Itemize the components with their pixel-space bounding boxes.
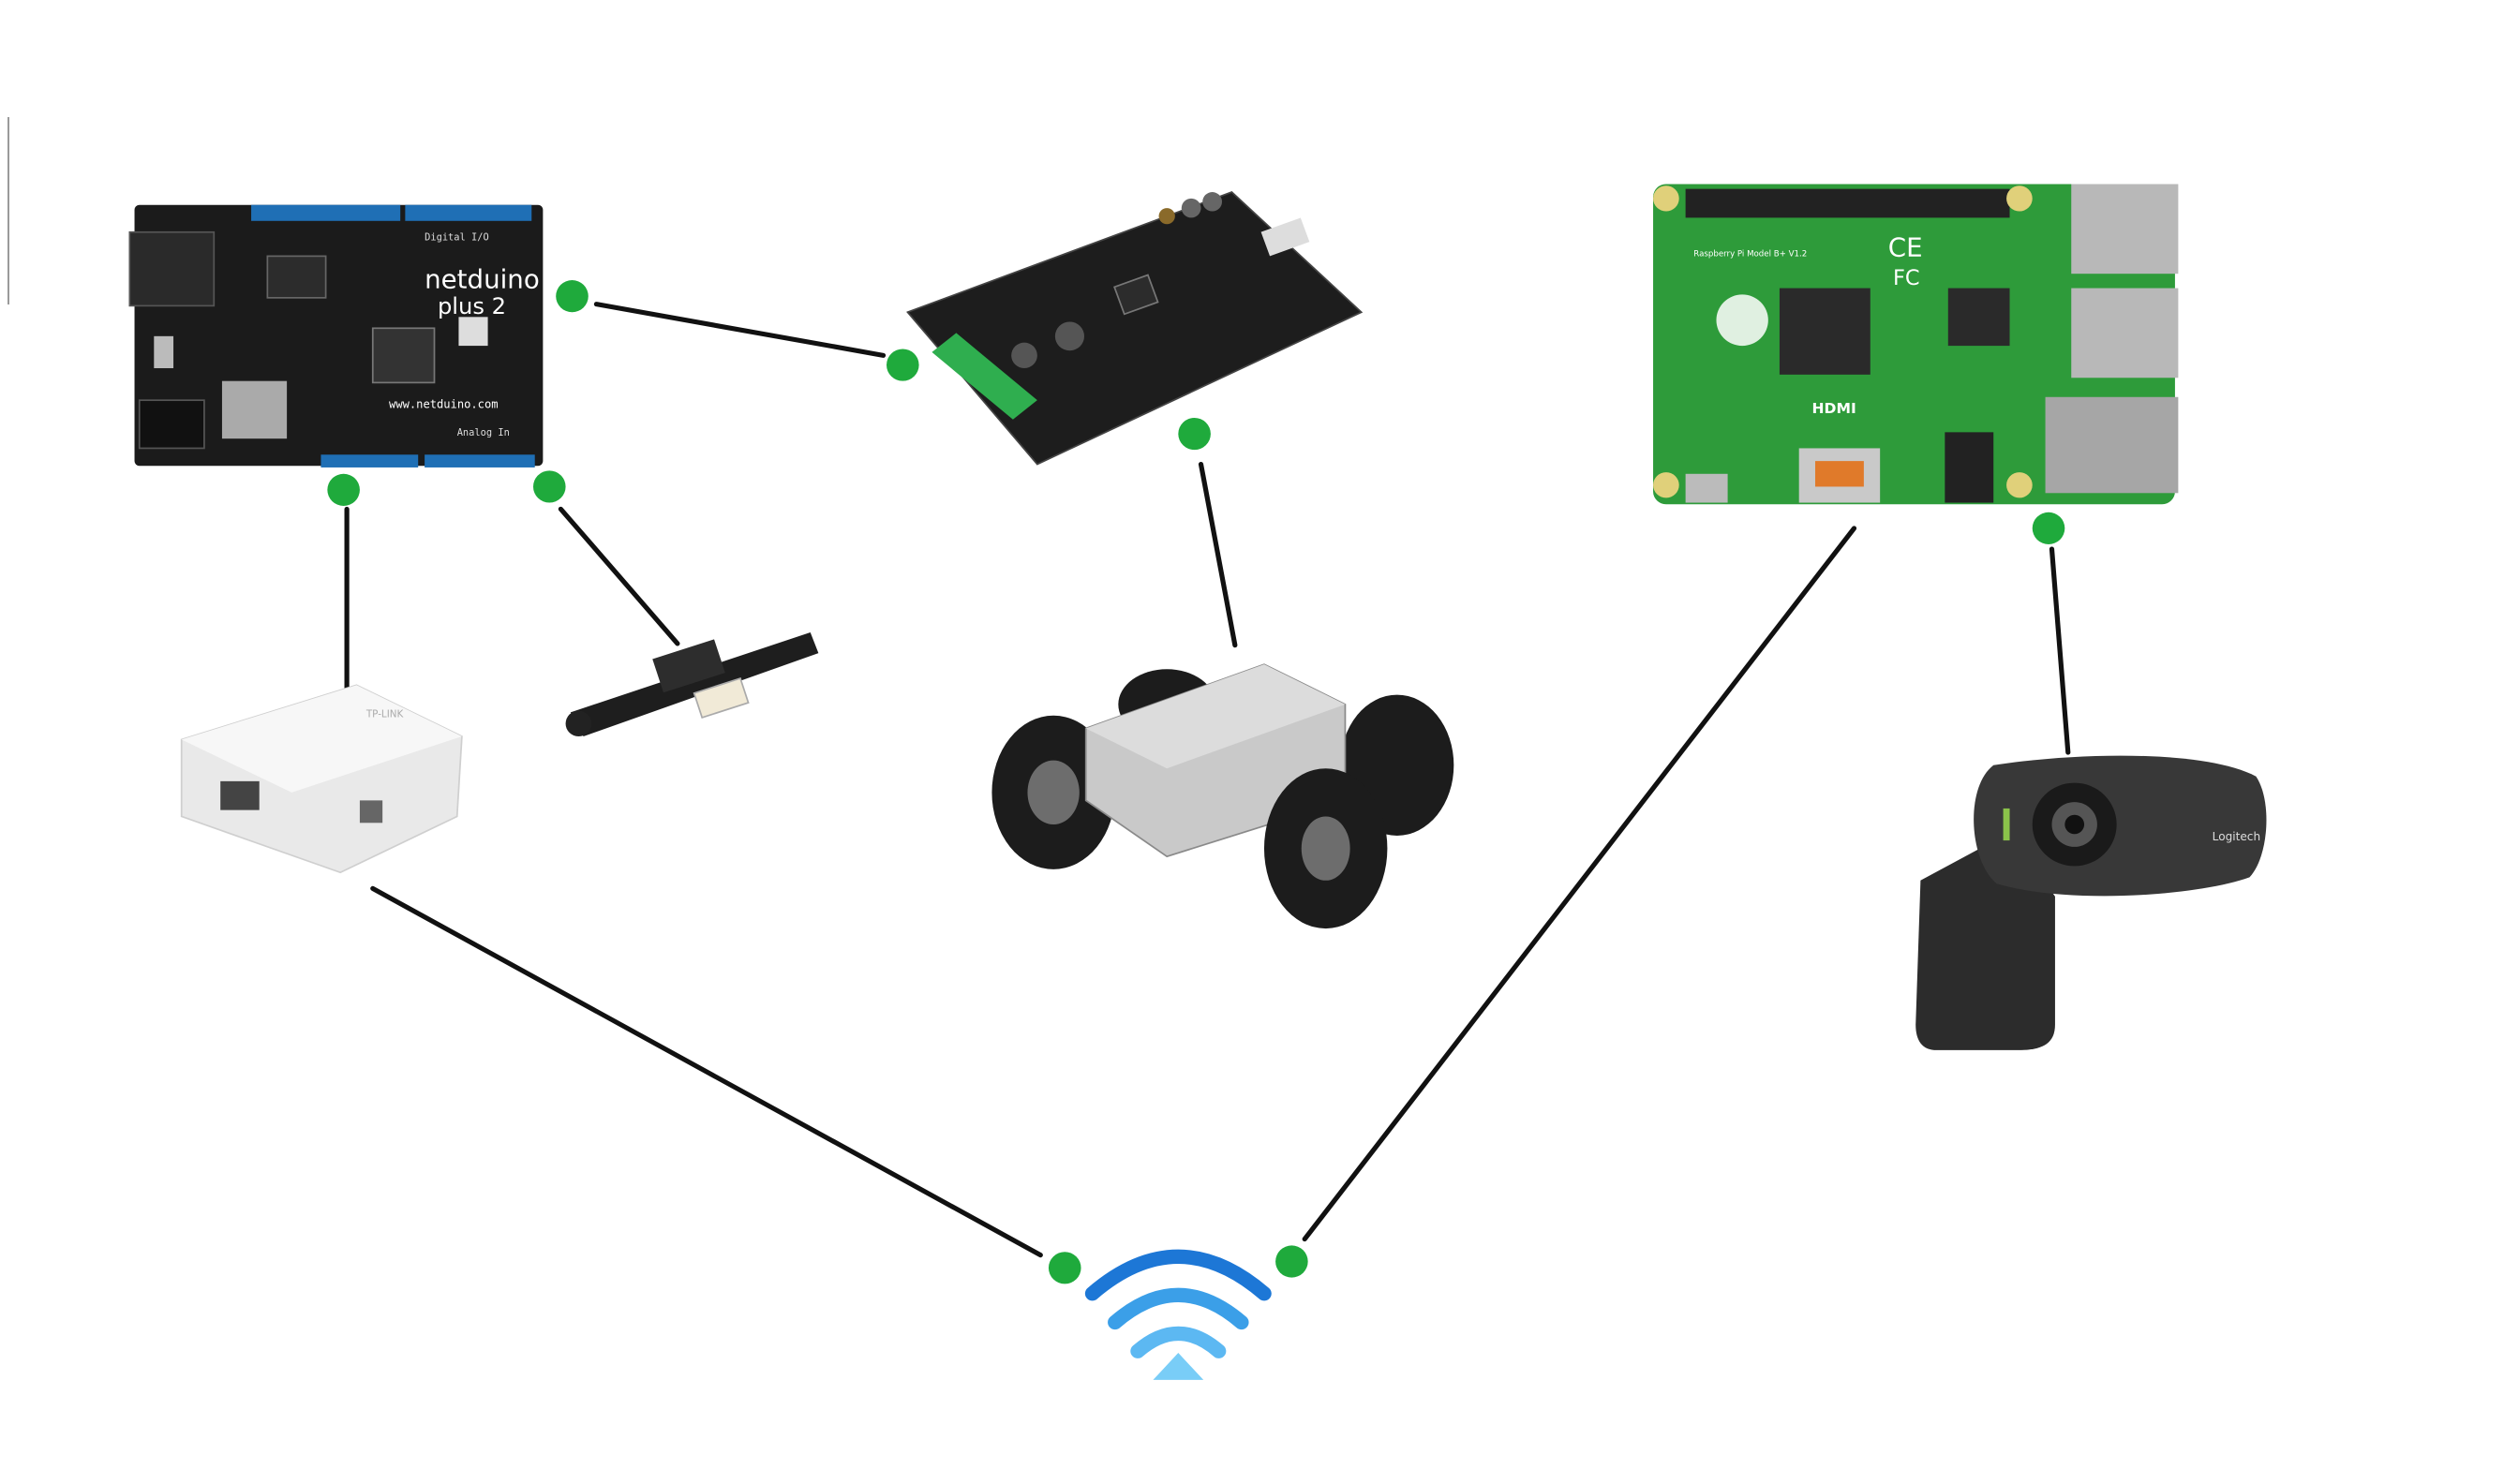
travel-router: TP-LINK: [180, 684, 463, 874]
wifi-signal-icon: [1084, 1249, 1272, 1380]
node-netduino-ir: [532, 470, 566, 503]
node-wifi-left: [1048, 1252, 1081, 1284]
robot-rover-chassis: [991, 663, 1454, 929]
ir-distance-sensor: [565, 631, 819, 737]
link-router-wifi: [370, 885, 1043, 1258]
node-wifi-right: [1275, 1245, 1308, 1278]
netduino-brand-label: netduino: [425, 265, 540, 295]
raspberry-pi-board: HDMI CE FC Raspberry Pi Model B+ V1.2: [1653, 184, 2179, 505]
webcam-brand-label: Logitech: [2213, 830, 2260, 843]
netduino-url-label: www.netduino.com: [389, 398, 498, 411]
link-raspberry-pi-webcam: [2049, 546, 2071, 755]
link-raspberry-pi-wifi: [1302, 526, 1857, 1242]
webcam: Logitech: [1915, 755, 2267, 1050]
link-netduino-ir-sensor: [558, 506, 680, 646]
netduino-digital-label: Digital I/O: [425, 231, 489, 243]
pi-ce-label: CE: [1888, 233, 1923, 263]
node-motor-controller-bottom: [1178, 417, 1211, 451]
node-raspberry-pi-bottom: [2032, 512, 2065, 544]
pi-fc-label: FC: [1893, 266, 1920, 290]
link-motor-controller-chassis: [1198, 461, 1238, 648]
netduino-board: netduino plus 2 www.netduino.com Digital…: [128, 204, 544, 467]
connector-lines: [344, 302, 2071, 1258]
netduino-analog-label: Analog In: [457, 427, 510, 438]
connector-nodes: [327, 280, 2065, 1284]
left-edge-mark: [7, 117, 9, 304]
node-netduino-bottom: [327, 473, 360, 506]
netduino-model-label: plus 2: [438, 293, 506, 319]
motor-controller-board: [906, 191, 1364, 466]
node-netduino-right: [556, 280, 589, 313]
pi-hdmi-label: HDMI: [1812, 400, 1856, 417]
node-motor-controller-left: [887, 349, 919, 381]
pi-model-label: Raspberry Pi Model B+ V1.2: [1693, 249, 1807, 259]
router-brand-label: TP-LINK: [365, 709, 404, 720]
link-netduino-motor-controller: [593, 302, 887, 358]
